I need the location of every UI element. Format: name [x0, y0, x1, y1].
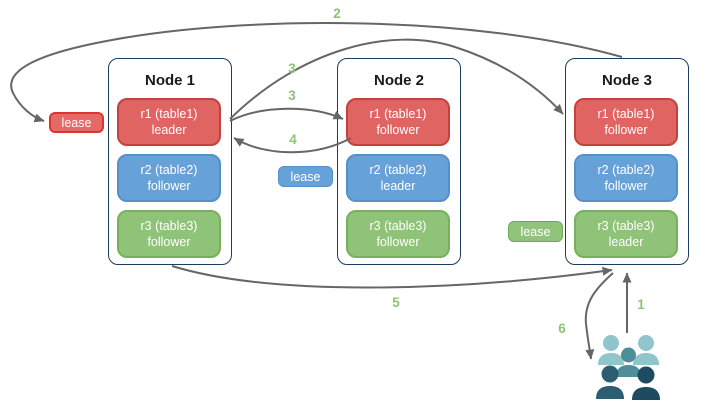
replica-role: follower [376, 235, 420, 249]
node-2: Node 2 r1 (table1) follower r2 (table2) … [337, 58, 461, 265]
node-1-title: Node 1 [144, 72, 195, 89]
user-front-left [596, 365, 624, 399]
node-3: Node 3 r1 (table1) follower r2 (table2) … [565, 58, 689, 265]
lease-badge-red: lease [49, 112, 104, 133]
step-label-4: 4 [289, 132, 297, 147]
step-label-5: 5 [392, 295, 400, 310]
replica-name: r2 (table2) [140, 162, 198, 177]
replica-role: follower [376, 123, 420, 137]
replica-role: leader [151, 123, 187, 137]
arrow-5-path [171, 265, 613, 289]
replica-name: r3 (table3) [597, 218, 655, 233]
replica-name: r1 (table1) [140, 106, 198, 121]
lease-badge-green: lease [508, 221, 563, 242]
step-label-2: 2 [333, 6, 341, 21]
user-back-right [633, 335, 659, 365]
node-3-title: Node 3 [601, 72, 652, 89]
node-3-replica-r3: r3 (table3) leader [574, 210, 678, 258]
replica-name: r1 (table1) [369, 106, 427, 121]
node-2-replica-r3: r3 (table3) follower [346, 210, 450, 258]
replica-name: r3 (table3) [140, 218, 198, 233]
node-2-replica-r1: r1 (table1) follower [346, 98, 450, 146]
replica-role: follower [147, 179, 191, 193]
node-1-replica-r2: r2 (table2) follower [117, 154, 221, 202]
replica-role: follower [604, 123, 648, 137]
node-2-title: Node 2 [373, 72, 424, 89]
replica-name: r2 (table2) [369, 162, 427, 177]
replica-role: leader [608, 235, 644, 249]
node-3-replica-r2: r2 (table2) follower [574, 154, 678, 202]
node-3-replica-r1: r1 (table1) follower [574, 98, 678, 146]
lease-badge-blue: lease [278, 166, 333, 187]
node-1-replica-r3: r3 (table3) follower [117, 210, 221, 258]
step-label-6: 6 [558, 321, 566, 336]
step-label-1: 1 [637, 297, 645, 312]
arrow-3-short-path [229, 107, 344, 122]
replica-name: r1 (table1) [597, 106, 655, 121]
step-label-3b: 3 [288, 88, 296, 103]
replica-role: leader [380, 179, 416, 193]
arrow-2-path [10, 22, 623, 123]
replica-name: r3 (table3) [369, 218, 427, 233]
replica-role: follower [147, 235, 191, 249]
node-1: Node 1 r1 (table1) leader r2 (table2) fo… [108, 58, 232, 265]
user-front-right [632, 366, 660, 400]
step-label-3a: 3 [288, 61, 296, 76]
replica-name: r2 (table2) [597, 162, 655, 177]
clients-users-icon [596, 335, 660, 400]
node-2-replica-r2: r2 (table2) leader [346, 154, 450, 202]
user-back-left [598, 335, 624, 365]
user-middle [616, 347, 641, 377]
node-1-replica-r1: r1 (table1) leader [117, 98, 221, 146]
replica-role: follower [604, 179, 648, 193]
